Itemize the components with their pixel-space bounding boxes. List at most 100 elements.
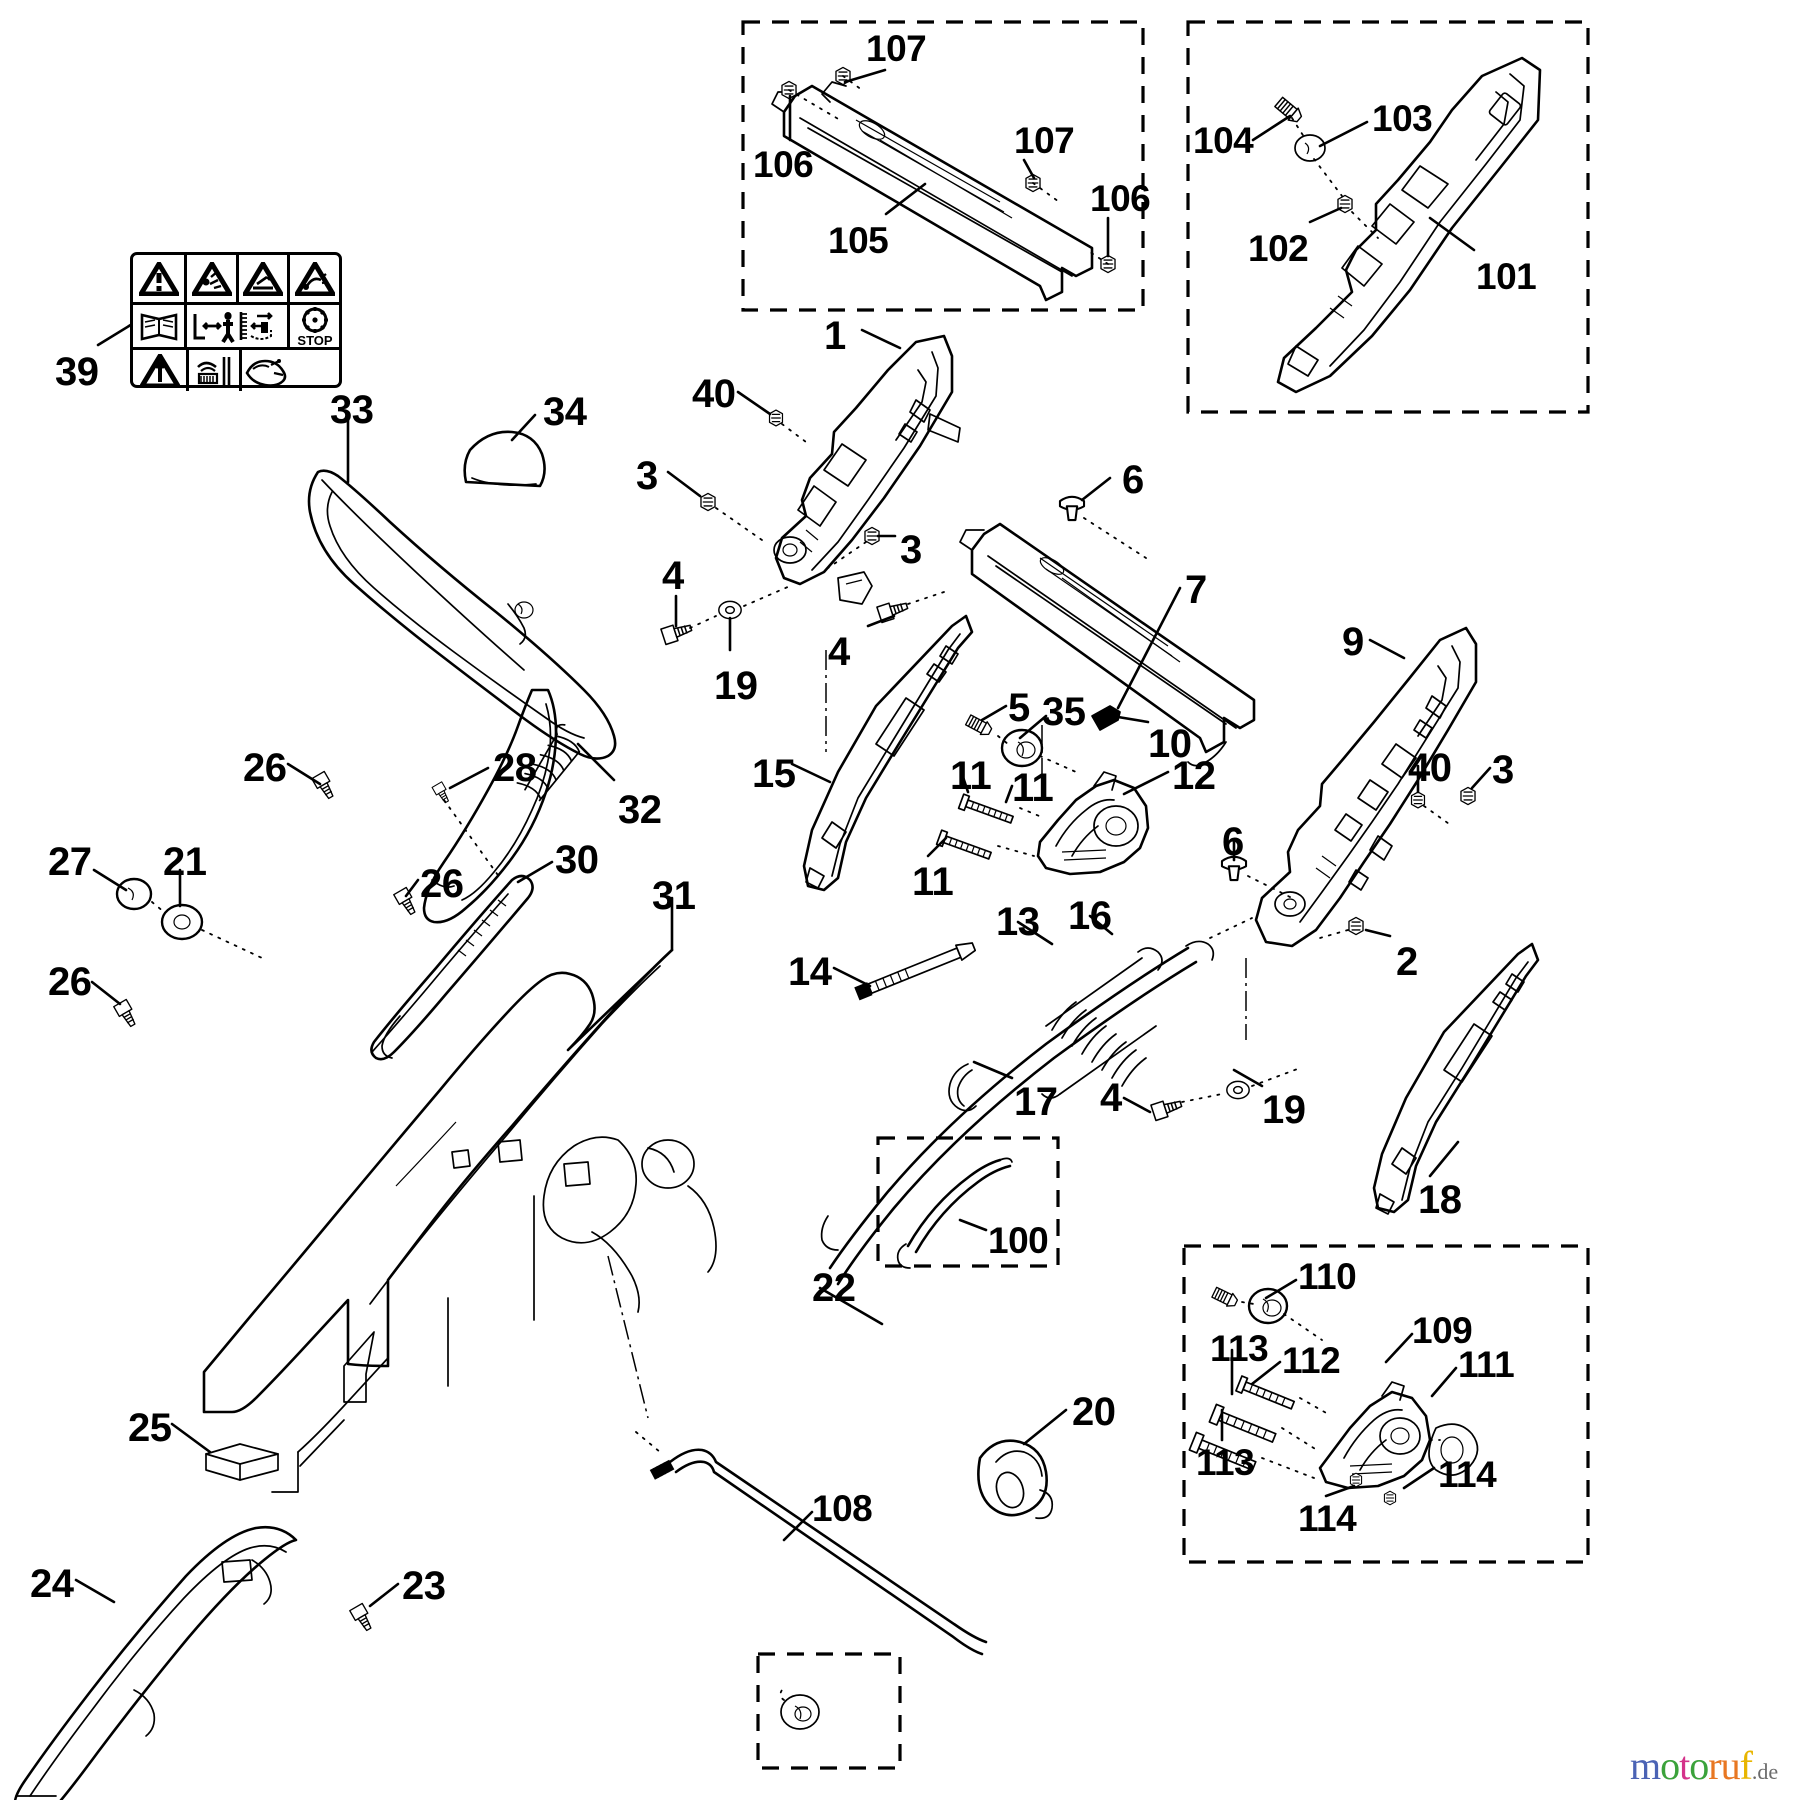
callout-6: 6	[1122, 458, 1144, 502]
watermark-letter: u	[1720, 1743, 1741, 1788]
site-watermark: motoruf.de	[1630, 1742, 1778, 1789]
callout-3: 3	[636, 454, 658, 498]
callout-22: 22	[812, 1266, 856, 1310]
part-109-assembly	[1188, 1285, 1479, 1506]
callout-26: 26	[48, 960, 92, 1004]
callout-110: 110	[1298, 1256, 1357, 1297]
part-24-side-panel	[13, 1525, 298, 1800]
part-25-cap-insert	[205, 1443, 279, 1481]
callout-21: 21	[163, 840, 207, 884]
callout-12: 12	[1172, 754, 1216, 798]
callout-27: 27	[48, 840, 92, 884]
part-1-handle-bracket-left	[660, 334, 961, 752]
warning-triangle-blade-icon	[133, 350, 186, 391]
remove-spark-plug-icon	[186, 350, 239, 391]
warning-decal: STOP	[130, 252, 342, 391]
callout-113: 113	[1196, 1442, 1255, 1483]
callout-101: 101	[1476, 256, 1537, 297]
part-34-cap-plate	[463, 430, 546, 488]
callout-13: 13	[996, 900, 1040, 944]
part-20-starter-grip	[977, 1439, 1054, 1520]
keep-bystanders-distance-icon	[184, 305, 287, 347]
callout-102: 102	[1248, 228, 1309, 269]
callout-34: 34	[543, 390, 587, 434]
stop-blade-rotating-icon: STOP	[287, 305, 339, 347]
callout-4: 4	[828, 630, 850, 674]
callout-6: 6	[1222, 820, 1244, 864]
callout-3: 3	[1492, 748, 1514, 792]
svg-text:STOP: STOP	[297, 333, 332, 347]
part-22-cable	[607, 1255, 988, 1656]
part-108-grommet	[779, 1689, 820, 1730]
part-15-handle-cover-left	[802, 614, 974, 892]
callout-26: 26	[243, 746, 287, 790]
callout-105: 105	[828, 220, 889, 261]
callout-11: 11	[950, 754, 992, 798]
callout-5: 5	[1008, 686, 1030, 730]
warning-triangle-exclamation-icon	[133, 255, 184, 302]
callout-104: 104	[1193, 120, 1254, 161]
watermark-letter: o	[1689, 1743, 1709, 1788]
part-18-handle-cover-right	[1150, 942, 1540, 1215]
callout-1: 1	[824, 314, 846, 358]
callout-10: 10	[1148, 722, 1192, 766]
callout-24: 24	[30, 1562, 74, 1606]
warning-triangle-keep-away-icon	[235, 255, 288, 302]
callout-25: 25	[128, 1406, 172, 1450]
warning-triangle-thrown-objects-icon	[184, 255, 236, 302]
callout-11: 11	[912, 860, 954, 904]
watermark-suffix: .de	[1751, 1759, 1779, 1784]
callout-28: 28	[493, 746, 537, 790]
callout-108: 108	[812, 1488, 873, 1529]
hand-injury-hazard-icon	[239, 350, 292, 391]
callout-103: 103	[1372, 98, 1433, 139]
leader-lines	[74, 68, 1492, 1608]
part-32-coil-spring	[516, 723, 581, 802]
callout-114: 114	[1438, 1454, 1497, 1495]
watermark-letter: f	[1739, 1743, 1753, 1788]
callout-26: 26	[420, 862, 464, 906]
callout-19: 19	[1262, 1088, 1306, 1132]
callout-32: 32	[618, 788, 662, 832]
callout-106: 106	[1090, 178, 1151, 219]
callout-30: 30	[555, 838, 599, 882]
part-9-handle-bracket-right	[1058, 495, 1478, 1040]
callout-106: 106	[753, 144, 814, 185]
part-105-assembly	[771, 66, 1116, 302]
callout-40: 40	[692, 372, 736, 416]
callout-113: 113	[1210, 1328, 1269, 1369]
callout-18: 18	[1418, 1178, 1462, 1222]
part-33-deflector	[307, 469, 617, 924]
part-12-lever-assembly	[935, 705, 1150, 876]
callout-112: 112	[1282, 1340, 1341, 1381]
part-7-handle-tube	[959, 522, 1256, 767]
callout-35: 35	[1042, 690, 1086, 734]
callout-4: 4	[1100, 1076, 1122, 1120]
part-30-rod-link	[370, 874, 534, 1061]
callout-39: 39	[55, 350, 99, 394]
callout-14: 14	[788, 950, 832, 994]
read-manual-book-icon	[133, 305, 184, 347]
callout-20: 20	[1072, 1390, 1116, 1434]
callout-17: 17	[1014, 1080, 1058, 1124]
part-13-control-rod	[820, 917, 1253, 1286]
callout-33: 33	[330, 388, 374, 432]
watermark-letter: r	[1708, 1743, 1721, 1788]
callout-11: 11	[1012, 766, 1054, 810]
callout-3: 3	[900, 528, 922, 572]
callout-15: 15	[752, 752, 796, 796]
part-100-curved-rod	[896, 1157, 1013, 1269]
part-23-screw	[349, 1602, 376, 1634]
fasteners-left-group	[113, 770, 501, 1030]
callout-23: 23	[402, 1564, 446, 1608]
callout-114: 114	[1298, 1498, 1357, 1539]
callout-31: 31	[652, 874, 696, 918]
callout-2: 2	[1396, 940, 1418, 984]
callout-111: 111	[1458, 1344, 1515, 1385]
callout-107: 107	[1014, 120, 1075, 161]
callout-4: 4	[662, 554, 684, 598]
callout-100: 100	[988, 1220, 1049, 1261]
callout-40: 40	[1408, 746, 1452, 790]
